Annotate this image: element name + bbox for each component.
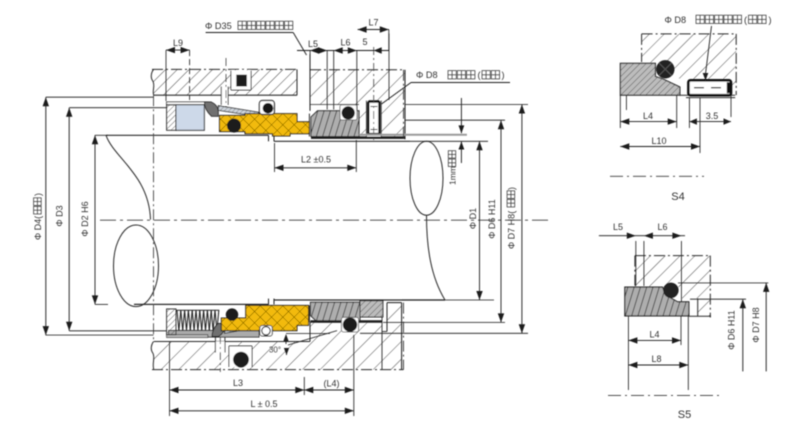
svg-text:Φ D8: Φ D8 [416, 70, 438, 80]
svg-text:Φ D4(: Φ D4( [33, 216, 43, 240]
svg-text:L3: L3 [233, 378, 243, 388]
svg-text:L7: L7 [368, 18, 378, 28]
svg-text:(: ( [478, 70, 481, 80]
svg-text:L5: L5 [308, 39, 318, 49]
svg-text:L10: L10 [651, 136, 666, 146]
svg-text:L4: L4 [643, 111, 653, 121]
svg-text:Φ D8: Φ D8 [665, 15, 687, 25]
svg-text:30°: 30° [269, 346, 281, 355]
svg-text:L6: L6 [340, 38, 350, 48]
svg-text:(L4): (L4) [323, 379, 339, 389]
svg-text:S5: S5 [678, 409, 691, 421]
svg-text:L5: L5 [613, 222, 623, 232]
svg-text:Φ D1: Φ D1 [468, 208, 478, 229]
svg-text:1mm: 1mm [448, 166, 458, 185]
svg-text:L9: L9 [173, 38, 183, 48]
svg-text:(: ( [744, 15, 747, 25]
svg-text:L8: L8 [651, 354, 661, 364]
svg-text:L4: L4 [649, 330, 659, 340]
svg-text:Φ D35: Φ D35 [205, 21, 232, 31]
svg-text:Φ D6 H11: Φ D6 H11 [487, 199, 497, 239]
svg-text:): ) [502, 70, 505, 80]
svg-text:L6: L6 [657, 222, 667, 232]
svg-text:Φ D7 H8(: Φ D7 H8( [507, 211, 517, 249]
svg-text:L2 ±0.5: L2 ±0.5 [301, 155, 331, 165]
svg-text:5: 5 [362, 37, 367, 47]
svg-text:): ) [769, 15, 772, 25]
svg-text:3.5: 3.5 [706, 111, 719, 121]
svg-text:Φ D6 H11: Φ D6 H11 [727, 310, 737, 350]
svg-text:S4: S4 [671, 191, 684, 203]
svg-text:Φ D2 H6: Φ D2 H6 [80, 201, 90, 236]
svg-text:L ± 0.5: L ± 0.5 [250, 399, 277, 409]
svg-text:): ) [507, 187, 517, 190]
svg-text:Φ D3: Φ D3 [55, 205, 65, 226]
svg-text:Φ D7 H8: Φ D7 H8 [751, 307, 761, 342]
svg-text:): ) [33, 193, 43, 196]
